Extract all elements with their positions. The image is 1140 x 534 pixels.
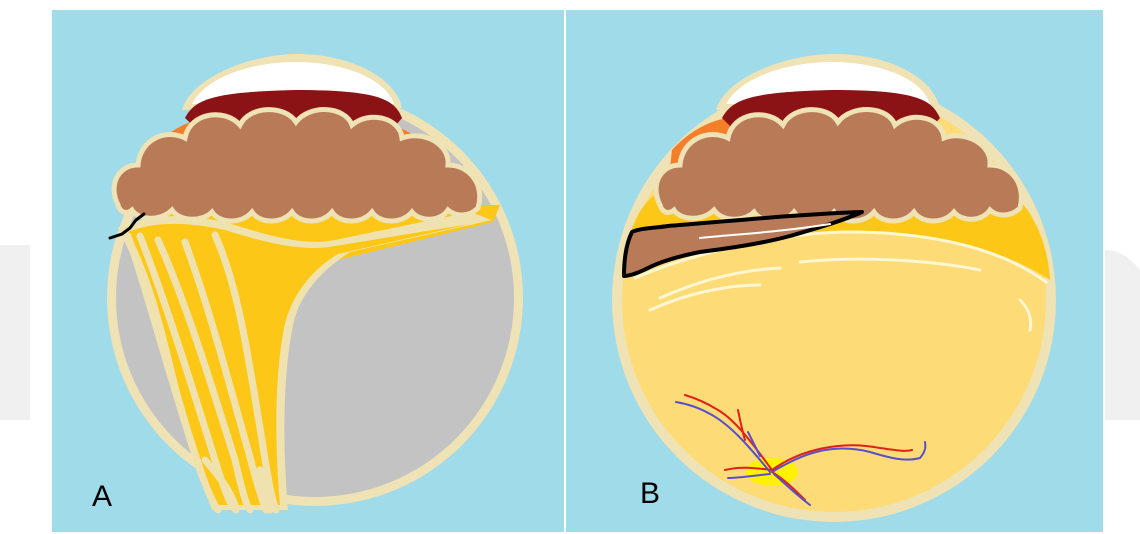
panel-b: B <box>566 10 1103 532</box>
panel-a-label: A <box>92 480 112 513</box>
panel-a: A <box>52 10 564 532</box>
panel-b-label: B <box>640 477 660 510</box>
